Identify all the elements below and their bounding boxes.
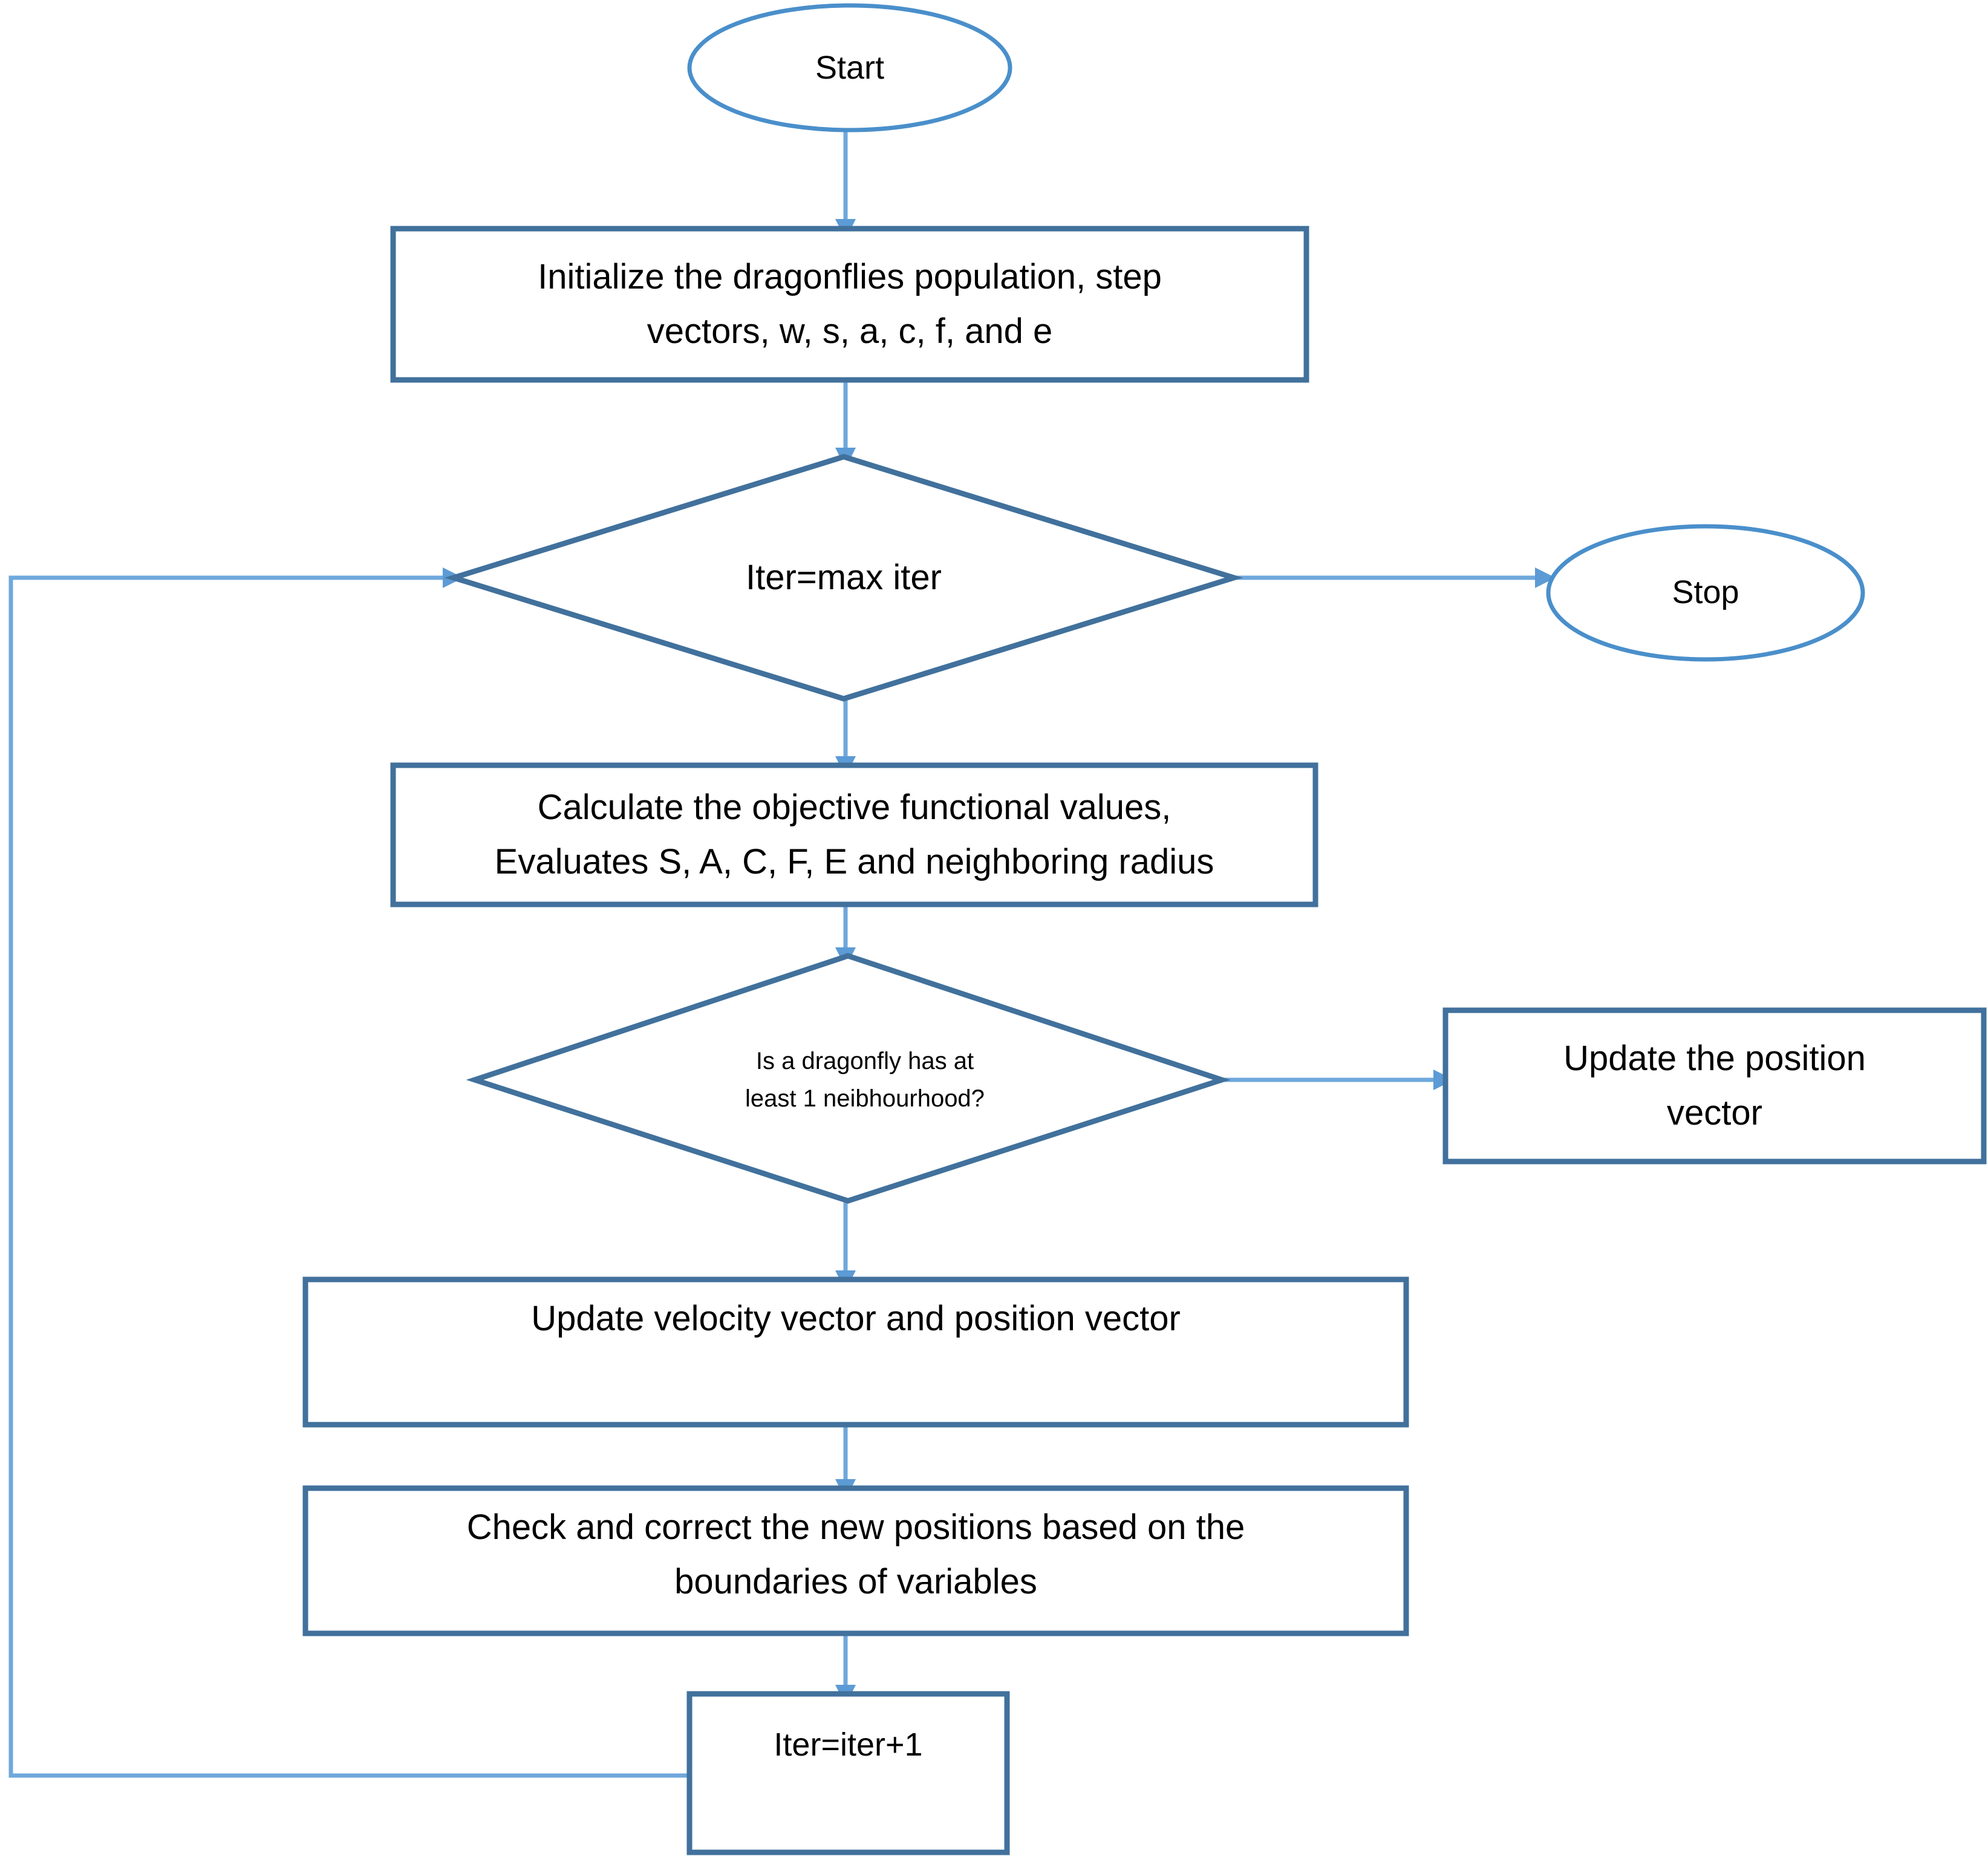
node-check-correct[interactable] bbox=[302, 1485, 1409, 1636]
node-iter-increment[interactable] bbox=[686, 1691, 1010, 1855]
node-stop[interactable] bbox=[1546, 524, 1865, 662]
node-cond-iter[interactable] bbox=[444, 454, 1243, 702]
node-start[interactable] bbox=[687, 3, 1012, 132]
edge-iter-to-cond1-feedback bbox=[8, 567, 689, 1778]
node-update-velocity[interactable] bbox=[302, 1276, 1409, 1428]
node-initialize[interactable] bbox=[390, 226, 1309, 383]
node-calculate[interactable] bbox=[390, 762, 1318, 907]
node-cond-neighbourhood[interactable] bbox=[466, 953, 1231, 1204]
node-update-position[interactable] bbox=[1442, 1007, 1987, 1165]
